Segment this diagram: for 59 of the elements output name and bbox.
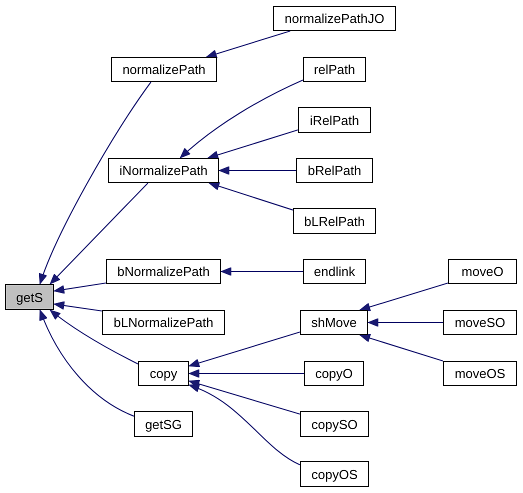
arrow (39, 82, 152, 284)
function-name: moveO (462, 265, 504, 278)
arrow (208, 129, 298, 160)
function-name: relPath (314, 63, 356, 76)
function-name: copy (150, 367, 178, 380)
function-name: normalizePathJO (284, 12, 384, 25)
arrow (50, 182, 148, 284)
function-name: copyOS (311, 468, 358, 480)
function-name: getSG (145, 418, 182, 430)
function-box (443, 310, 517, 335)
function-name: copySO (311, 418, 358, 430)
function-name: endlink (314, 265, 356, 278)
arrow (368, 318, 443, 327)
arrow (54, 301, 102, 312)
function-box (303, 57, 366, 82)
function-box (443, 361, 517, 386)
function-box (300, 461, 369, 487)
function-box (298, 107, 371, 133)
function-name: bNormalizePath (117, 265, 210, 278)
function-name: iRelPath (310, 114, 360, 126)
arrow (180, 80, 304, 158)
arrow (208, 182, 294, 211)
function-box (304, 361, 364, 386)
function-name: normalizePath (122, 63, 206, 76)
arrow (188, 369, 304, 378)
function-box (102, 310, 225, 335)
function-box (138, 361, 189, 386)
arrow (39, 310, 134, 417)
arrow (188, 380, 300, 415)
arrow (54, 282, 106, 294)
function-box (273, 6, 396, 31)
arrow (220, 267, 303, 276)
function-name: moveOS (454, 367, 506, 380)
function-name: bLNormalizePath (114, 316, 214, 329)
arrow (188, 384, 300, 466)
function-box (111, 57, 217, 82)
function-box (106, 259, 221, 284)
arrow (360, 282, 448, 312)
function-box (5, 284, 54, 310)
arrow (206, 30, 290, 58)
function-name: iNormalizePath (119, 164, 208, 177)
function-name: getS (16, 290, 43, 304)
function-box (134, 411, 193, 437)
function-box (448, 259, 517, 284)
arrow (218, 166, 296, 175)
function-box (300, 411, 369, 437)
function-name: shMove (311, 316, 357, 329)
arrow (360, 334, 444, 362)
function-box (303, 259, 366, 284)
function-name: copyO (315, 367, 353, 380)
function-name: bLRelPath (304, 214, 365, 228)
function-box (296, 158, 373, 183)
function-box (300, 310, 368, 335)
arrow (50, 310, 138, 364)
function-box (108, 158, 219, 183)
function-box (293, 208, 376, 234)
function-name: bRelPath (308, 164, 362, 177)
function-name: moveSO (454, 316, 506, 329)
arrow (188, 331, 300, 368)
